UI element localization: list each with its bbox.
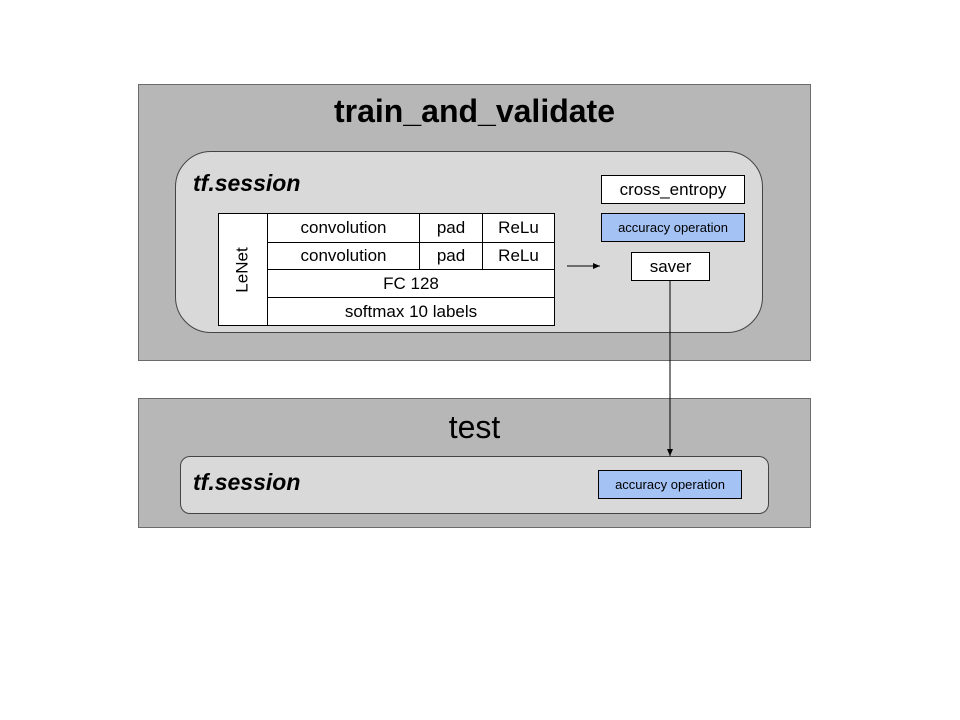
train-session-label: tf.session	[193, 170, 301, 196]
saver-node: saver	[631, 252, 710, 281]
relu-layer-2: ReLu	[482, 242, 555, 270]
relu-layer-1: ReLu	[482, 213, 555, 243]
test-title: test	[448, 409, 501, 445]
cross-entropy-node: cross_entropy	[601, 175, 745, 204]
softmax-layer: softmax 10 labels	[267, 297, 555, 326]
train-accuracy-node: accuracy operation	[601, 213, 745, 242]
train-and-validate-title: train_and_validate	[334, 93, 615, 129]
fc-layer: FC 128	[267, 269, 555, 298]
test-accuracy-node: accuracy operation	[598, 470, 742, 499]
test-session-label: tf.session	[193, 469, 301, 495]
